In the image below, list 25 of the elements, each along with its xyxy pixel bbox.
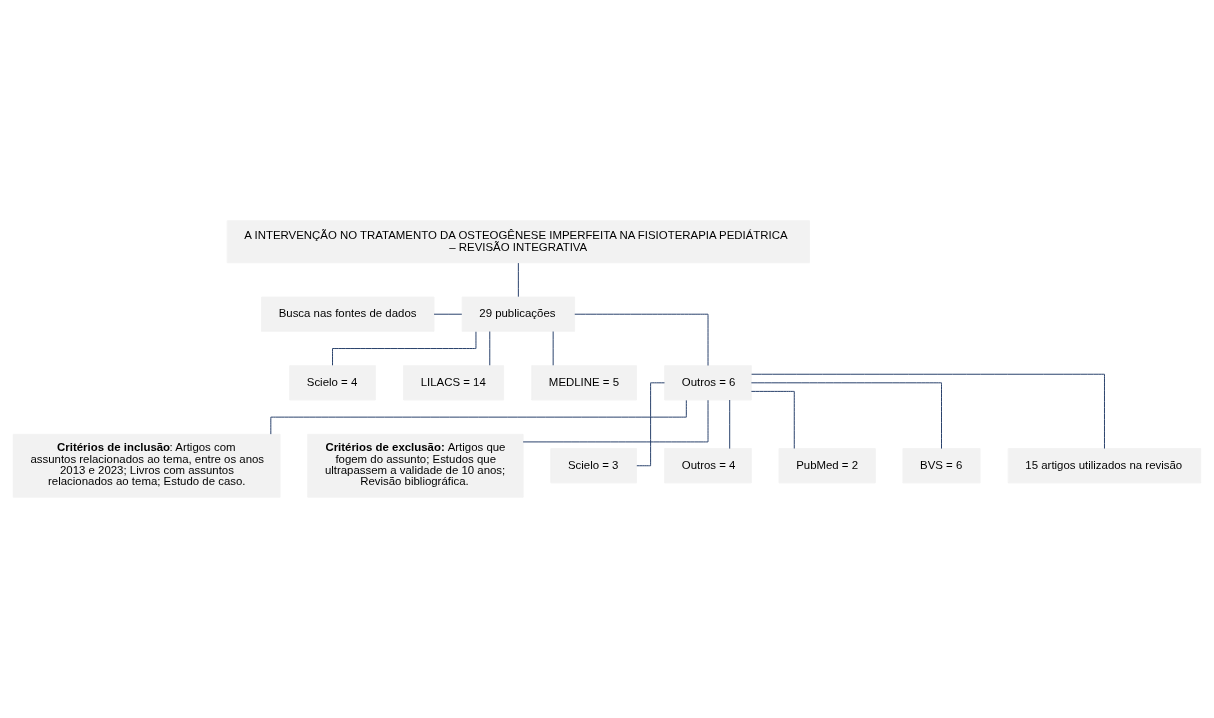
connector [433, 313, 463, 315]
node-box: A INTERVENÇÃO NO TRATAMENTO DA OSTEOGÊNESE IMPERFEITA NA FISIOTERAPIA PEDIÁTRICA – REVISÃO INTEGRATIVA [226, 220, 810, 264]
connector [522, 399, 709, 443]
connector [750, 390, 795, 449]
node-box: PubMed = 2 [778, 448, 876, 484]
node-box: Scielo = 3 [550, 448, 637, 484]
node-box: Critérios de exclusão: Artigos que fogem do assunto; Estudos que ultrapassem a validade de 10 anos; Revisão bibliográfica. [307, 433, 524, 498]
node-box: Critérios de inclusão: Artigos com assuntos relacionados ao tema, entre os anos 2013 e 2023; Livros com assuntos relacionados ao tema; Estudo de caso. [12, 433, 281, 498]
node-box: MEDLINE = 5 [531, 365, 637, 401]
connector [489, 331, 491, 366]
connector [552, 331, 554, 366]
node-box: Outros = 6 [664, 365, 752, 401]
node-box: LILACS = 14 [403, 365, 505, 401]
node-box: Busca nas fontes de dados [261, 296, 435, 332]
connector [751, 373, 1105, 449]
connector [517, 262, 519, 298]
node-box: 15 artigos utilizados na revisão [1007, 448, 1202, 484]
node-box: BVS = 6 [902, 448, 981, 484]
connector [729, 399, 731, 450]
node-box: 29 publicações [461, 296, 576, 332]
node-box: Outros = 4 [664, 448, 752, 484]
connector [332, 331, 477, 366]
connector [750, 382, 942, 450]
node-box: Scielo = 4 [289, 365, 376, 401]
connector [574, 313, 709, 366]
